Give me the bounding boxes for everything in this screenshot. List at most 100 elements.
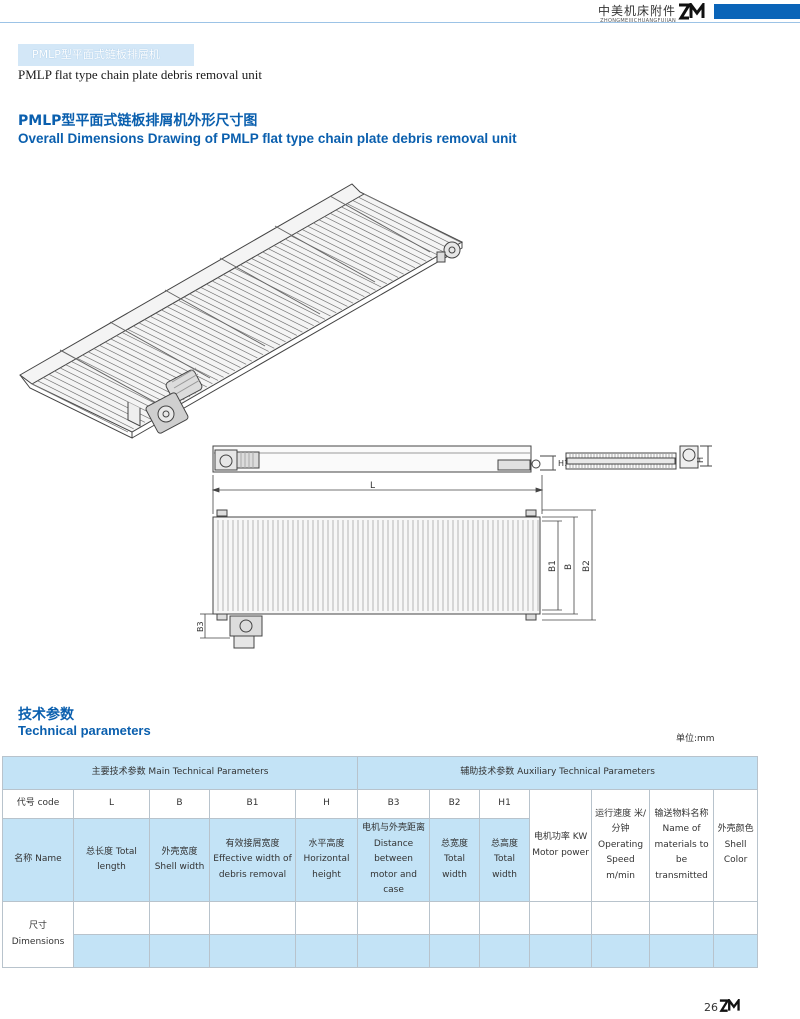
params-title-cn: 技术参数 [18, 707, 74, 723]
label-l: L [370, 481, 375, 491]
value-cell [357, 934, 431, 968]
slat-line [273, 245, 371, 294]
code-cell: L [73, 789, 150, 819]
value-cell [294, 934, 359, 968]
technical-parameters-table: 主要技术参数 Main Technical Parameters 辅助技术参数 … [1, 756, 759, 968]
header-accent-bar [714, 4, 800, 19]
slat-line [206, 283, 303, 333]
value-cell [429, 901, 481, 935]
slat-line [296, 232, 393, 281]
slat-line [228, 270, 326, 320]
code-header: 代号 code [2, 789, 74, 819]
aux-params-header: 辅助技术参数 Auxiliary Technical Parameters [357, 756, 759, 790]
value-cell [649, 934, 715, 968]
slat-line [358, 196, 455, 246]
unit-label: 单位:mm [676, 734, 715, 744]
slat-line [223, 274, 320, 323]
plan-view [212, 509, 541, 649]
name-cell: 有效接屑宽度 Effective width of debris removal [209, 818, 296, 902]
name-cell: 总高度 Total width [479, 818, 531, 902]
label-h1: H1 [558, 459, 569, 468]
slat-line [313, 222, 410, 272]
value-cell [713, 934, 759, 968]
value-cell [529, 901, 593, 935]
section-tag-text: PMLP型平面式链板排屑机 [32, 48, 160, 61]
slat-line [217, 277, 314, 327]
name-cell: 总宽度 Total width [429, 818, 481, 902]
slat-line [279, 241, 376, 291]
aux-name-cell: 外壳颜色 Shell Color [713, 789, 759, 902]
slat-line [121, 332, 219, 381]
aux-name-cell: 输送物料名称 Name of materials to be transmitt… [649, 789, 715, 902]
value-cell [357, 901, 431, 935]
side-elevation-view [212, 445, 556, 473]
dimension-b-group [200, 509, 596, 639]
code-cell: B2 [429, 789, 481, 819]
value-cell [591, 901, 651, 935]
value-cell [479, 934, 531, 968]
slat-line [37, 380, 134, 430]
code-cell: H1 [479, 789, 531, 819]
dimension-l [211, 475, 544, 514]
slat-line [330, 213, 427, 262]
zm-logo-icon [678, 3, 705, 20]
isometric-view [19, 183, 464, 439]
value-cell [479, 901, 531, 935]
label-h: H [696, 457, 705, 463]
slat-line [251, 258, 348, 307]
aux-name-cell: 电机功率 KW Motor power [529, 789, 593, 902]
slat-line [76, 357, 174, 407]
name-header: 名称 Name [2, 818, 74, 902]
slat-line [245, 261, 342, 310]
slat-line [346, 203, 444, 252]
params-title-en: Technical parameters [18, 723, 151, 738]
slat-line [127, 328, 224, 378]
slat-line [240, 264, 337, 314]
value-cell [591, 934, 651, 968]
value-cell [209, 901, 296, 935]
slat-line [363, 193, 461, 243]
value-cell [529, 934, 593, 968]
dimensions-row-alt [3, 934, 759, 968]
slat-line [195, 290, 292, 339]
dimensions-row: 尺寸 Dimensions [2, 901, 759, 968]
value-cell [713, 901, 759, 935]
label-b2: B2 [582, 560, 592, 572]
page-number: 26 [704, 1001, 718, 1014]
slat-line [150, 316, 247, 365]
slat-line [324, 216, 421, 265]
conveyor-drawing: H1 H L B1 B [19, 183, 712, 649]
table-code-row: 代号 code L B B1 H B3 B2 H1 电机功率 KW Motor … [2, 789, 759, 902]
value-cell [649, 901, 715, 935]
name-cell: 电机与外壳距离 Distance between motor and case [357, 818, 431, 902]
value-cell [73, 934, 150, 968]
code-cell: B3 [357, 789, 431, 819]
slat-line [307, 225, 404, 275]
slat-line [335, 209, 433, 259]
value-cell [73, 901, 150, 935]
value-cell [149, 901, 210, 935]
section-tag: PMLP型平面式链板排屑机 [18, 44, 194, 66]
aux-name-cell: 运行速度 米/分钟 Operating Speed m/min [591, 789, 651, 902]
code-cell: H [294, 789, 359, 819]
slat-line [256, 254, 354, 304]
code-cell: B1 [209, 789, 296, 819]
main-params-header: 主要技术参数 Main Technical Parameters [1, 756, 359, 790]
slat-line [144, 319, 241, 368]
slat-line [183, 296, 281, 346]
slat-line [59, 367, 157, 417]
footer-zm-logo-icon [719, 999, 740, 1012]
table-group-row: 主要技术参数 Main Technical Parameters 辅助技术参数 … [1, 756, 759, 790]
value-cell [149, 934, 210, 968]
slat-line [161, 309, 258, 359]
slat-line [301, 229, 399, 278]
value-cell [209, 934, 296, 968]
slat-line [166, 306, 264, 356]
slat-line [189, 293, 286, 343]
label-b1: B1 [548, 560, 558, 572]
slat-line [211, 280, 309, 330]
slat-line [172, 303, 269, 352]
section-subtitle: PMLP flat type chain plate debris remova… [18, 67, 262, 82]
brand-name-cn: 中美机床附件 [597, 4, 676, 18]
slat-line [200, 287, 297, 336]
